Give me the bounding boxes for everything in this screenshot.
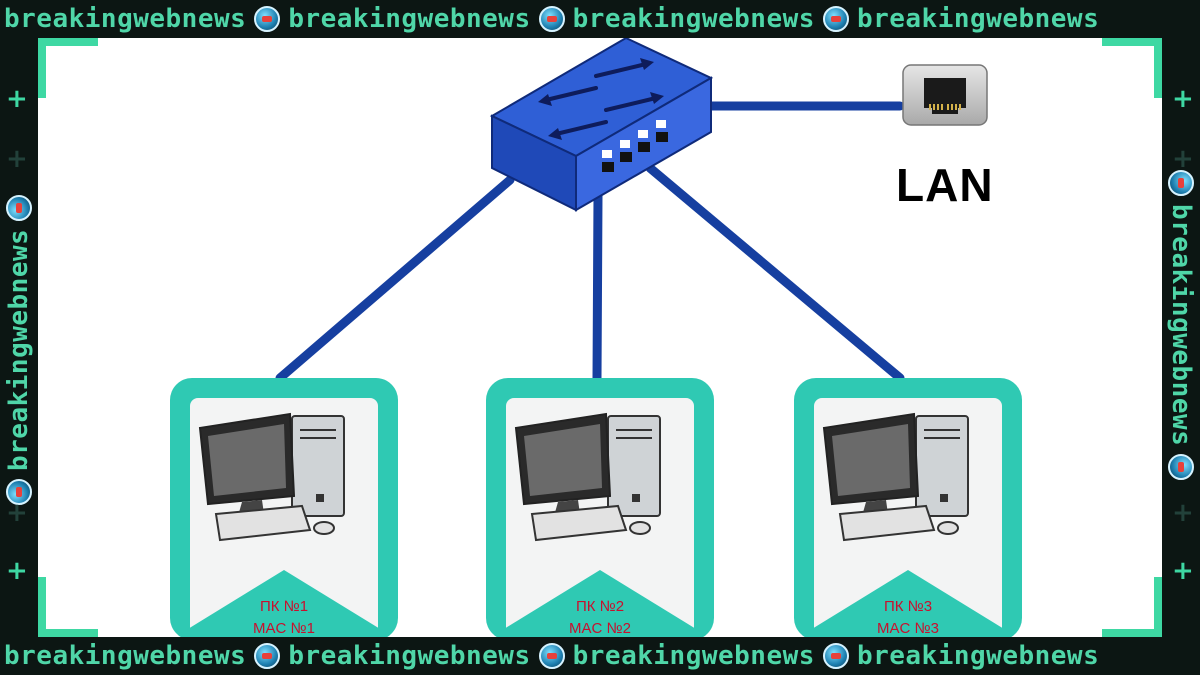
- watermark-text: breakingwebnews: [1166, 204, 1196, 447]
- watermark-text: breakingwebnews: [288, 4, 531, 34]
- computer-name: ПК №2: [575, 598, 625, 615]
- watermark-text: breakingwebnews: [4, 228, 34, 471]
- cable-switch-to-pc1: [275, 175, 515, 383]
- watermark-text: breakingwebnews: [856, 4, 1100, 34]
- computer-mac: MAC №1: [253, 620, 315, 637]
- webnews-badge-icon: [254, 6, 281, 32]
- diagram-canvas: LAN ПК №1 MAC №1: [38, 38, 1162, 637]
- corner-bracket-top-right: [1102, 38, 1162, 98]
- rj45-port-icon: [902, 64, 988, 126]
- desktop-computer-icon: [198, 412, 345, 542]
- desktop-computer-icon: [822, 412, 969, 542]
- watermark-text: breakingwebnews: [572, 641, 815, 671]
- corner-bracket-bottom-left: [38, 577, 98, 637]
- plus-icon: +: [1172, 84, 1194, 114]
- webnews-badge-icon: [822, 643, 849, 669]
- watermark-text: breakingwebnews: [572, 4, 815, 34]
- webnews-badge-icon: [538, 643, 565, 669]
- webnews-badge-icon: [254, 643, 281, 669]
- plus-icon: +: [6, 498, 28, 528]
- plus-icon: +: [6, 556, 28, 586]
- watermark-text: breakingwebnews: [288, 641, 531, 671]
- watermark-text: breakingwebnews: [856, 641, 1100, 671]
- webnews-badge-icon: [538, 6, 565, 32]
- watermark-text: breakingwebnews: [4, 4, 247, 34]
- plus-icon: +: [6, 144, 28, 174]
- computer-mac: MAC №3: [877, 620, 939, 637]
- card-label-banner: [798, 570, 1018, 637]
- computer-name: ПК №3: [883, 598, 933, 615]
- desktop-computer-icon: [514, 412, 661, 542]
- plus-icon: +: [6, 84, 28, 114]
- computer-card-body: [506, 398, 694, 637]
- computer-name: ПК №1: [259, 598, 309, 615]
- watermark-banner-bottom: breakingwebnews breakingwebnews breaking…: [0, 637, 1200, 675]
- corner-bracket-bottom-right: [1102, 577, 1162, 637]
- corner-bracket-top-left: [38, 38, 98, 98]
- computer-card-1: ПК №1 MAC №1: [170, 378, 398, 637]
- network-switch-icon: [489, 38, 714, 212]
- webnews-badge-icon: [1168, 454, 1194, 481]
- watermark-text: breakingwebnews: [4, 641, 247, 671]
- computer-card-2: ПК №2 MAC №2: [486, 378, 714, 637]
- plus-icon: +: [1172, 498, 1194, 528]
- webnews-badge-icon: [6, 194, 32, 221]
- plus-icon: +: [1172, 144, 1194, 174]
- computer-card-body: [814, 398, 1002, 637]
- cable-switch-to-pc2: [592, 191, 603, 383]
- watermark-banner-top: breakingwebnews breakingwebnews breaking…: [0, 0, 1200, 38]
- plus-icon: +: [1172, 556, 1194, 586]
- card-label-banner: [490, 570, 710, 637]
- lan-label: LAN: [896, 159, 994, 211]
- computer-mac: MAC №2: [569, 620, 631, 637]
- cable-switch-to-pc3: [645, 163, 905, 383]
- card-label-banner: [174, 570, 394, 637]
- webnews-badge-icon: [822, 6, 849, 32]
- network-cables: [275, 101, 905, 383]
- computer-card-3: ПК №3 MAC №3: [794, 378, 1022, 637]
